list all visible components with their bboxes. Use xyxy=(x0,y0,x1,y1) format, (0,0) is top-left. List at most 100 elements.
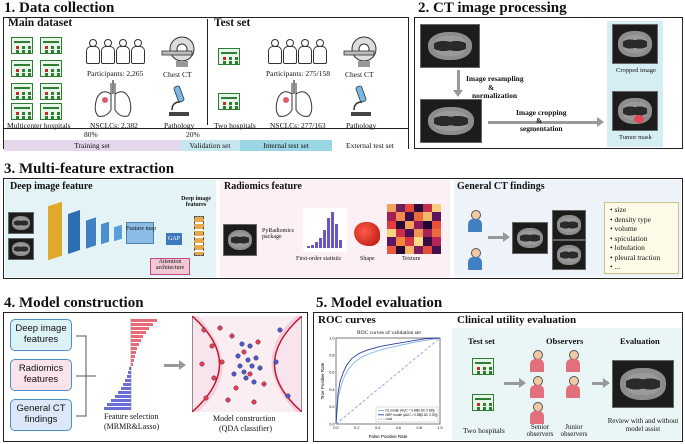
person-icon xyxy=(131,39,145,64)
multicenter-hospitals-label: Multicenter hospitals xyxy=(7,121,71,130)
normalization-label: normalization xyxy=(472,91,517,100)
finding-item: • volume xyxy=(610,224,638,233)
gap-label: GAP xyxy=(168,236,181,242)
general-findings-heading: General CT findings xyxy=(457,181,545,192)
main-dataset-heading: Main dataset xyxy=(8,17,73,29)
main-test-divider xyxy=(207,19,208,125)
feature-selection-label: Feature selection xyxy=(104,412,159,421)
internal-test-bar: Internal test set xyxy=(240,140,332,151)
finding-item: • size xyxy=(610,205,627,214)
junior-observer-icon xyxy=(566,376,580,398)
microscope-icon xyxy=(169,85,189,116)
nsclcs-test-label: NSCLCs: 277/163 xyxy=(270,121,326,130)
finding-item: • lobulation xyxy=(610,243,645,252)
cropped-image xyxy=(612,24,658,64)
ct-slice-original xyxy=(420,24,480,68)
feature-selection-chart xyxy=(104,318,157,410)
finding-item: • spiculation xyxy=(610,233,648,243)
hospital-icon xyxy=(218,93,240,110)
external-test-bar: External test set xyxy=(332,140,408,151)
radiomics-features-box: Radiomics features xyxy=(10,359,72,391)
pyradiomics-label: PyRadiomics package xyxy=(262,228,295,241)
senior-observers-label: Senior observers xyxy=(526,423,554,439)
conv-block-3 xyxy=(86,217,96,249)
feature-map-box xyxy=(126,222,154,244)
hospital-icon xyxy=(11,103,33,120)
person-icon xyxy=(283,39,297,64)
external-test-set-label: External test set xyxy=(346,141,394,150)
radiomics-feature-heading: Radiomics feature xyxy=(224,181,302,192)
first-order-label: First-order statistic xyxy=(296,256,342,262)
histogram-chart xyxy=(303,208,347,252)
ct-scanner-icon xyxy=(161,36,195,67)
right-arrow xyxy=(488,117,604,127)
senior-observer-icon xyxy=(530,402,544,424)
qda-label: (QDA classifier) xyxy=(219,424,273,433)
person-icon xyxy=(101,39,115,64)
doctor-icon xyxy=(468,210,482,232)
participants-main-label: Participants: 2,265 xyxy=(87,69,144,78)
mrmr-label: (MRMR&Lasso) xyxy=(104,422,160,431)
model-evaluation-panel xyxy=(313,312,683,442)
deep-input-ct-2 xyxy=(8,238,34,260)
hospital-icon xyxy=(472,394,494,411)
person-icon xyxy=(116,39,130,64)
right-arrow xyxy=(488,232,510,242)
pathology-test-label: Pathology xyxy=(346,121,377,130)
review-label: Review with and without model assist xyxy=(607,417,679,433)
roc-series-line xyxy=(335,337,441,425)
findings-ct-3 xyxy=(552,240,586,270)
pct-20-label: 20% xyxy=(186,130,200,139)
roc-y-tick-label: 0.6 xyxy=(329,371,334,375)
senior-observer-icon xyxy=(530,350,544,372)
test-set-label: Test set xyxy=(468,336,495,346)
hospital-icon xyxy=(11,60,33,77)
section-1-title: 1. Data collection xyxy=(4,0,115,16)
deep-features-box: Deep image features xyxy=(10,319,72,351)
merge-bracket xyxy=(76,335,96,417)
feature-extraction-panel xyxy=(3,178,683,279)
ct-slice-resampled xyxy=(420,99,482,143)
findings-ct-1 xyxy=(512,222,548,254)
cropped-image-label: Cropped image xyxy=(616,67,656,74)
hospital-icon xyxy=(11,37,33,54)
conv-block-1 xyxy=(48,201,62,261)
evaluation-label: Evaluation xyxy=(620,336,660,346)
chest-ct-label: Chest CT xyxy=(163,70,192,79)
lungs-icon xyxy=(94,80,132,117)
hospital-icon xyxy=(40,83,62,100)
cropping-amp: & xyxy=(536,116,543,125)
attention-label: Attention architecture xyxy=(155,259,185,272)
resampling-label: Image resampling xyxy=(466,74,524,83)
training-set-label: Training set xyxy=(74,141,110,150)
nsclcs-main-label: NSCLCs: 2,382 xyxy=(90,121,138,130)
section-4-title: 4. Model construction xyxy=(4,295,144,311)
person-icon xyxy=(298,39,312,64)
hospital-icon xyxy=(40,37,62,54)
section-5-title: 5. Model evaluation xyxy=(316,295,443,311)
tumor-spot xyxy=(634,115,644,123)
shape-blob xyxy=(354,222,380,246)
training-bar: Training set xyxy=(4,140,180,151)
test-set-heading: Test set xyxy=(214,17,251,29)
pct-80-label: 80% xyxy=(84,130,98,139)
tumor-mask-label: Tumor mask xyxy=(619,134,652,141)
right-arrow xyxy=(164,360,186,370)
roc-legend-label: Luck xyxy=(386,417,393,421)
roc-x-tick-label: 0.8 xyxy=(417,426,422,430)
observers-label: Observers xyxy=(546,336,584,346)
texture-heatmap xyxy=(387,204,441,254)
deep-features-label: Deep image features xyxy=(181,196,211,209)
roc-x-tick-label: 1.0 xyxy=(437,426,442,430)
section-2-title: 2. CT image processing xyxy=(418,0,567,16)
hospital-icon xyxy=(472,358,494,375)
resampling-amp: & xyxy=(488,83,495,92)
roc-y-tick-label: 0.4 xyxy=(329,388,334,392)
validation-set-label: Validation set xyxy=(189,141,231,150)
doctor-icon xyxy=(468,248,482,270)
hospital-icon xyxy=(40,60,62,77)
internal-test-set-label: Internal test set xyxy=(263,141,309,150)
deep-input-ct-1 xyxy=(8,212,34,234)
gap-box xyxy=(166,233,182,245)
roc-series-line xyxy=(335,337,441,425)
